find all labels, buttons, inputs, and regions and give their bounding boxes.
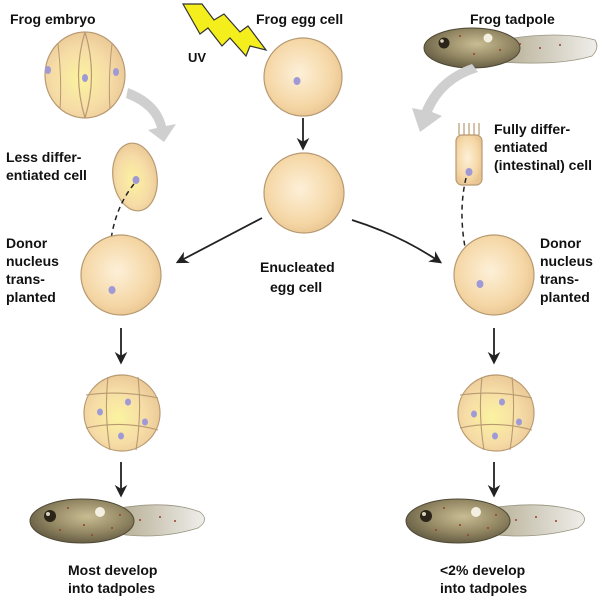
- arrow-enucleated-to-left: [175, 217, 263, 264]
- intestinal-cell: [455, 123, 483, 186]
- label-donor-left-2: nucleus: [6, 253, 59, 269]
- label-enucleated-1: Enucleated: [260, 259, 335, 275]
- label-less-differentiated-1: Less differ-: [6, 149, 82, 165]
- label-enucleated-2: egg cell: [270, 279, 322, 295]
- label-donor-right-3: trans-: [540, 271, 579, 287]
- label-donor-right-1: Donor: [540, 235, 582, 251]
- label-donor-right-2: nucleus: [540, 253, 593, 269]
- label-fully-differentiated-2: entiated: [494, 139, 548, 155]
- arrow-enucleated-to-right: [351, 219, 443, 264]
- label-donor-left-4: planted: [6, 289, 56, 305]
- left-transfer-arrow-icon: [126, 88, 176, 142]
- enucleated-egg-cell: [263, 152, 345, 234]
- label-frog-tadpole: Frog tadpole: [470, 11, 555, 27]
- frog-embryo-cell: [44, 31, 126, 119]
- label-fully-differentiated-3: (intestinal) cell: [494, 157, 592, 173]
- frog-tadpole-source: [423, 27, 598, 69]
- label-donor-left-1: Donor: [6, 235, 48, 251]
- right-result-tadpole: [405, 498, 585, 544]
- label-donor-right-4: planted: [540, 289, 590, 305]
- label-fully-differentiated-1: Fully differ-: [494, 121, 571, 137]
- label-donor-left-3: trans-: [6, 271, 45, 287]
- label-frog-embryo: Frog embryo: [10, 11, 96, 27]
- label-result-left-1: Most develop: [68, 562, 157, 578]
- left-recipient-egg: [80, 234, 162, 316]
- left-result-tadpole: [29, 498, 205, 544]
- frog-egg-cell: [263, 37, 343, 117]
- label-less-differentiated-2: entiated cell: [6, 167, 87, 183]
- label-result-left-2: into tadpoles: [68, 580, 155, 596]
- right-recipient-egg: [453, 234, 535, 316]
- right-transfer-arrow-icon: [412, 64, 478, 132]
- label-frog-egg-cell: Frog egg cell: [256, 11, 343, 27]
- label-result-right-1: <2% develop: [440, 562, 525, 578]
- uv-lightning-icon: [181, 3, 268, 58]
- right-cleavage-embryo: [457, 374, 535, 452]
- less-differentiated-cell: [112, 142, 158, 212]
- label-result-right-2: into tadpoles: [440, 580, 527, 596]
- left-cleavage-embryo: [83, 374, 161, 452]
- label-uv: UV: [188, 50, 206, 65]
